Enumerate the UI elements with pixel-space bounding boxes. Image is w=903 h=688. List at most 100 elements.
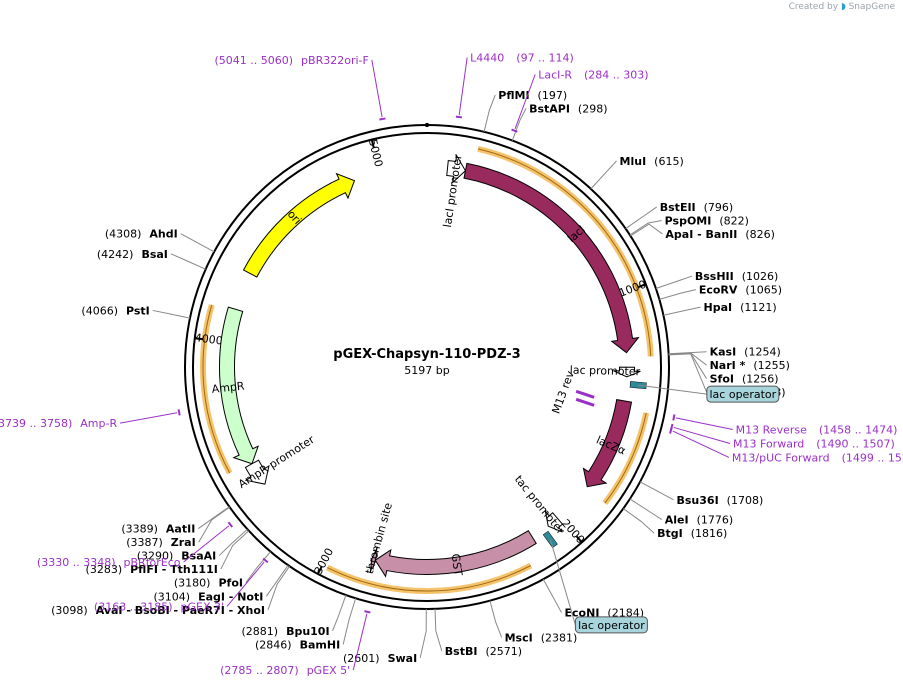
- site-leader-econi: [542, 579, 562, 613]
- primer-name: pGEX 3': [180, 600, 224, 613]
- site-position: (822): [719, 214, 749, 227]
- primer-sites: L4440(97 .. 114)LacI-R(284 .. 303)M13 Re…: [0, 52, 903, 678]
- primer-position: (1499 .. 1521): [842, 451, 903, 464]
- primer-pgex-3: (3163 .. 3185)pGEX 3': [94, 600, 224, 613]
- site-position: (2846): [255, 638, 292, 651]
- site-btgi: BtgI(1816): [657, 527, 727, 540]
- primer-name: pBR322ori-F: [301, 54, 369, 67]
- site-zrai: (3387)ZraI: [126, 536, 196, 549]
- site-leader-zrai: [198, 506, 230, 543]
- site-leader-mlui: [590, 160, 617, 190]
- site-position: (1776): [697, 514, 734, 527]
- site-name: SwaI: [388, 652, 418, 665]
- site-position: (1816): [691, 527, 728, 540]
- primer-position: (284 .. 303): [584, 68, 649, 81]
- site-leader-bsai: [170, 253, 206, 270]
- primer-m13-puc-forward: M13/pUC Forward (1499 .. 1521): [732, 451, 903, 464]
- site-position: (1708): [727, 494, 764, 507]
- feature-gst: [374, 529, 537, 578]
- primer-leader-pbrforeco: [183, 525, 230, 563]
- primer-position: (2785 .. 2807): [220, 664, 299, 677]
- site-position: (1065): [745, 284, 782, 297]
- site-leader-pspomi: [629, 219, 662, 236]
- primer-leader-pbr322ori-f: [371, 59, 383, 118]
- site-name: BstEII: [660, 201, 696, 214]
- primer-mark-pgex-3: [262, 557, 269, 564]
- site-leader-bstbi: [434, 608, 443, 652]
- site-leader-ahdi: [180, 233, 215, 253]
- primer-leader-amp-r: [120, 412, 178, 424]
- primer-name: M13 Forward: [733, 437, 804, 450]
- site-position: (2184): [607, 607, 644, 620]
- m13-rev-arrows: [575, 389, 595, 407]
- site-position: (1121): [740, 301, 777, 314]
- site-name: NarI *: [710, 359, 746, 372]
- operator-leader-1: [549, 539, 576, 625]
- primer-name: M13/pUC Forward: [732, 451, 830, 464]
- site-name: PflMI: [498, 89, 529, 102]
- primer-mark-pbr322ori-f: [379, 117, 386, 121]
- primer-mark-m13-puc-forward: [669, 427, 673, 434]
- site-leader-bsshii: [655, 275, 693, 289]
- site-leader-bsu36i: [639, 481, 674, 501]
- primer-position: (1458 .. 1474): [819, 423, 898, 436]
- site-name: AvaI - BsoBI - PaeR7I - XhoI: [96, 604, 265, 617]
- backbone-inner-circle: [192, 132, 662, 602]
- operator-box-1: [574, 616, 648, 634]
- site-leader-btgi: [622, 508, 655, 534]
- site-name: SfoI: [710, 373, 734, 386]
- operator-label-0: lac operator: [710, 388, 777, 401]
- site-bstapi: BstAPI(298): [529, 102, 607, 115]
- site-leader-msci: [489, 600, 503, 638]
- feature-lac-promoter: [613, 366, 641, 378]
- site-leader-pflfi-tth111i: [220, 530, 250, 570]
- bp-tick-3000: [316, 566, 323, 575]
- site-name: ApaI - BanII: [665, 228, 737, 241]
- plasmid-name: pGEX-Chapsyn-110-PDZ-3: [333, 347, 520, 362]
- site-bsu36i: Bsu36I(1708): [677, 494, 764, 507]
- site-position: (1254): [744, 346, 781, 359]
- primer-amp-r: (3739 .. 3758)Amp-R: [0, 417, 117, 430]
- primer-mark-laci-r: [511, 128, 518, 133]
- site-position: (2881): [241, 625, 278, 638]
- site-leader-bamhi: [342, 598, 357, 645]
- site-leader-alei: [629, 498, 663, 521]
- site-position: (3283): [86, 563, 123, 576]
- site-position: (2381): [541, 631, 578, 644]
- primer-l4440: L4440 (97 .. 114): [470, 52, 574, 65]
- site-leader-bsaai: [218, 528, 248, 556]
- site-name: AleI: [665, 514, 689, 527]
- orf-band-line-0: [477, 148, 652, 357]
- primer-pgex-5: (2785 .. 2807)pGEX 5': [220, 664, 350, 677]
- feature-laci-promoter: [446, 154, 467, 184]
- operator-leader-0: [638, 384, 707, 395]
- snapgene-logo-icon: ◗: [840, 2, 846, 12]
- site-name: EagI - NotI: [198, 590, 263, 603]
- orf-band-line-2: [327, 565, 532, 592]
- site-position: (3387): [126, 536, 163, 549]
- site-position: (4308): [105, 228, 142, 241]
- primer-name: L4440: [470, 52, 504, 65]
- orf-band-line-1: [604, 412, 647, 504]
- site-leader-pfoi: [245, 551, 271, 583]
- feature-laci: [463, 162, 640, 354]
- bp-tick-2000: [575, 535, 583, 544]
- site-name: BsaI: [141, 248, 167, 261]
- site-name: HpaI: [704, 301, 733, 314]
- site-bsaai: (3290)BsaAI: [137, 550, 217, 563]
- operator-label-1: lac operator: [578, 619, 645, 632]
- site-pfoi: (3180)PfoI: [174, 577, 243, 590]
- primer-position: (3739 .. 3758): [0, 417, 72, 430]
- primer-position: (97 .. 114): [516, 52, 574, 65]
- primer-leader-pgex-3: [226, 561, 265, 607]
- site-name: BamHI: [300, 638, 341, 651]
- primer-leader-m13-puc-forward: [672, 430, 730, 458]
- site-position: (3104): [154, 590, 191, 603]
- site-bamhi: (2846) BamHI: [255, 638, 340, 651]
- site-name: PspOMI: [665, 214, 712, 227]
- site-swai: (2601) SwaI: [343, 652, 417, 665]
- site-position: (2601): [343, 652, 380, 665]
- site-pflfi-tth111i: (3283)PflFI - Tth111I: [86, 563, 218, 576]
- site-position: (796): [704, 201, 734, 214]
